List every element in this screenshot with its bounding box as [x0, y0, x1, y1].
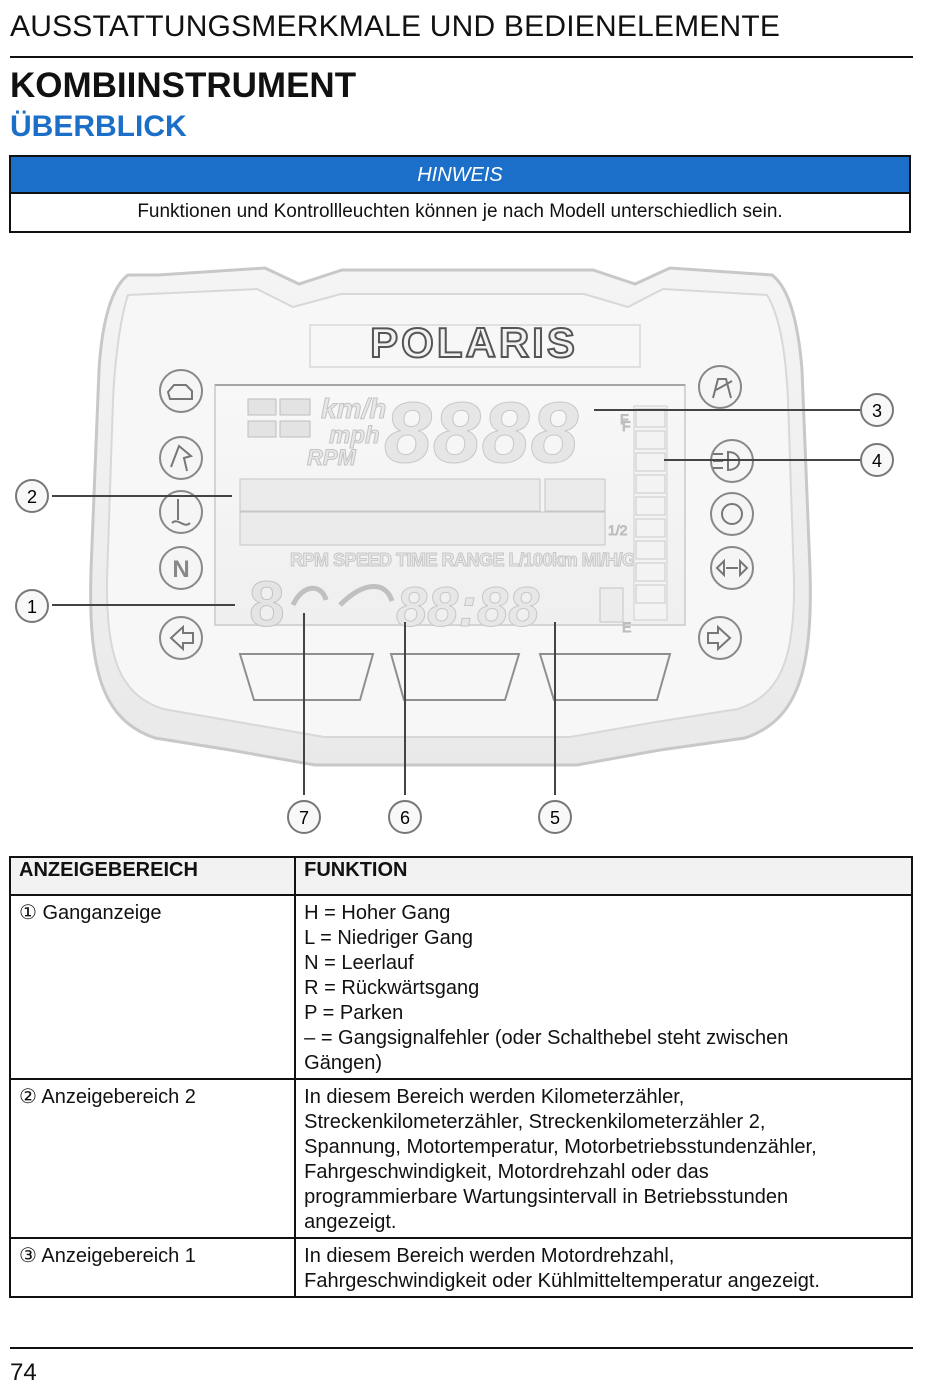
- callout-3: 3: [872, 401, 882, 421]
- function-table: ANZEIGEBEREICH FUNKTION ① Ganganzeige H …: [8, 856, 913, 1298]
- callout-5: 5: [550, 808, 560, 828]
- lower-buttons[interactable]: [238, 653, 672, 701]
- segment-row: [239, 478, 606, 546]
- right-turn-icon: [698, 616, 742, 660]
- neutral-icon: [159, 546, 203, 590]
- callout-1: 1: [27, 597, 37, 617]
- polaris-logo: POLARIS: [309, 318, 641, 368]
- table-row: ① Ganganzeige H = Hoher Gang L = Niedrig…: [8, 894, 913, 1080]
- section-title: AUSSTATTUNGSMERKMALE UND BEDIENELEMENTE: [10, 10, 781, 43]
- page-number: 74: [10, 1359, 37, 1386]
- left-warning-icons: N: [159, 369, 203, 660]
- callout-lines: [52, 409, 865, 795]
- svg-text:km/h: km/h: [321, 393, 386, 424]
- svg-text:8888: 8888: [384, 385, 579, 481]
- brand-text: POLARIS: [370, 319, 578, 366]
- svg-text:N: N: [172, 556, 189, 583]
- svg-text:F: F: [622, 418, 631, 434]
- table-cell-function: In diesem Bereich werden Motordrehzahl, …: [294, 1237, 913, 1298]
- bottom-divider: [10, 1347, 913, 1349]
- instrument-cluster-diagram: POLARIS N: [15, 266, 894, 834]
- fuel-gauge-bars: [635, 408, 666, 604]
- svg-text:E: E: [622, 619, 631, 635]
- top-divider: [10, 56, 913, 58]
- svg-text:1/2: 1/2: [608, 522, 628, 538]
- left-mode-button[interactable]: [238, 653, 375, 701]
- svg-text:F: F: [620, 411, 629, 427]
- note-heading: HINWEIS: [11, 157, 909, 194]
- instrument-cluster-figure: POLARIS N: [10, 250, 915, 840]
- parking-brake-icon: [710, 492, 754, 536]
- table-header-function: FUNKTION: [294, 856, 913, 896]
- callout-6: 6: [400, 808, 410, 828]
- table-cell-function: In diesem Bereich werden Kilometerzähler…: [294, 1078, 913, 1239]
- svg-text:8: 8: [249, 568, 285, 640]
- table-header-area: ANZEIGEBEREICH: [8, 856, 297, 896]
- note-text: Funktionen und Kontrollleuchten können j…: [137, 201, 783, 222]
- table-cell-area: ② Anzeigebereich 2: [8, 1078, 297, 1239]
- table-row: ② Anzeigebereich 2 In diesem Bereich wer…: [8, 1078, 913, 1239]
- engine-warning-icon: [159, 369, 203, 413]
- table-row: ③ Anzeigebereich 1 In diesem Bereich wer…: [8, 1237, 913, 1298]
- svg-text:88:88: 88:88: [396, 575, 540, 638]
- coolant-warning-icon: [159, 490, 203, 534]
- callout-4: 4: [872, 451, 882, 471]
- belt-warning-icon: [159, 436, 203, 480]
- right-mode-button[interactable]: [538, 653, 672, 701]
- table-cell-area: ③ Anzeigebereich 1: [8, 1237, 297, 1298]
- svg-text:mph: mph: [329, 422, 380, 449]
- callout-markers: 1 2 3 4 5 6 7: [15, 393, 894, 834]
- svg-text:RPM SPEED TIME RANGE L/100km M: RPM SPEED TIME RANGE L/100km MI/H/GAL: [290, 550, 659, 570]
- table-cell-function: H = Hoher Gang L = Niedriger Gang N = Le…: [294, 894, 913, 1080]
- page-subtitle: ÜBERBLICK: [10, 110, 187, 143]
- center-mode-button[interactable]: [389, 653, 521, 701]
- table-cell-area: ① Ganganzeige: [8, 894, 297, 1080]
- callout-7: 7: [299, 808, 309, 828]
- note-box: HINWEIS Funktionen und Kontrollleuchten …: [9, 155, 911, 233]
- page-title: KOMBIINSTRUMENT: [10, 66, 357, 105]
- left-turn-icon: [159, 616, 203, 660]
- callout-2: 2: [27, 487, 37, 507]
- svg-text:RPM: RPM: [307, 445, 357, 470]
